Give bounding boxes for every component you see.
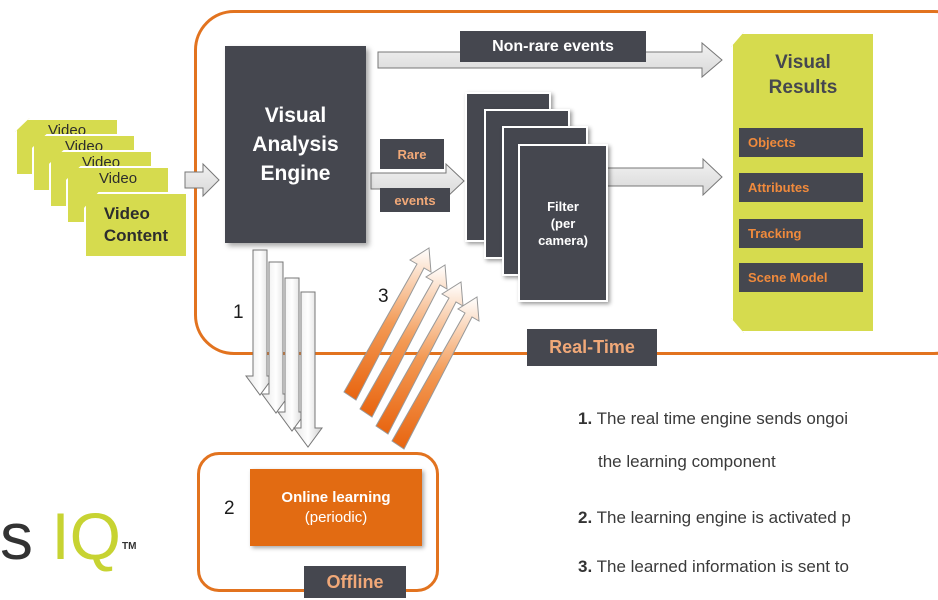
realtime-tag: Real-Time [527,329,657,366]
brand-logo: s IQ [0,503,121,569]
logo-iq: IQ [51,499,122,573]
logo-partial-text: s [0,499,33,573]
visual-results-line1: Visual [775,52,831,73]
note-1-number: 1. [578,409,593,428]
note-2-text: The learning engine is activated p [596,508,851,527]
note-1: 1. The real time engine sends ongoi [578,409,848,429]
down-arrows-1 [245,249,323,448]
visual-results-title: Visual Results [731,50,875,100]
note-3-number: 3. [578,557,593,576]
note-2: 2. The learning engine is activated p [578,508,851,528]
events-label: events [380,188,450,212]
result-scene-model: Scene Model [739,263,863,292]
filter-line2: (per [550,215,576,231]
result-objects: Objects [739,128,863,157]
note-3-text: The learned information is sent to [596,557,849,576]
note-2-number: 2. [578,508,593,527]
vae-line3: Engine [260,162,331,185]
filter-line3: camera) [538,232,588,248]
offline-tag: Offline [304,566,406,598]
result-attributes: Attributes [739,173,863,202]
video-content-card: Video Content [84,192,188,258]
filter-card: Filter (per camera) [518,144,608,302]
note-3: 3. The learned information is sent to [578,557,849,577]
filter-line1: Filter [547,198,579,214]
vae-line2: Analysis [252,133,339,156]
step-number-1: 1 [233,302,244,323]
step-number-2: 2 [224,498,235,519]
online-learning-title: Online learning [281,488,391,506]
note-1-continued: the learning component [598,452,776,471]
input-arrow [184,162,220,198]
visual-results-line2: Results [768,77,838,98]
up-arrows-3 [343,247,480,450]
filter-results-arrow [606,157,723,197]
step-number-3: 3 [378,286,389,307]
rare-label: Rare [380,139,444,169]
result-tracking: Tracking [739,219,863,248]
online-learning-subtitle: (periodic) [304,508,368,526]
trademark-symbol: TM [122,541,137,552]
video-content-line2: Content [103,226,169,245]
video-card-label: Video [98,170,138,187]
visual-analysis-engine: Visual Analysis Engine [225,46,366,243]
video-content-line1: Video [103,204,150,223]
note-1-text: The real time engine sends ongoi [596,409,848,428]
non-rare-events-label: Non-rare events [460,31,646,62]
vae-line1: Visual [264,104,327,127]
online-learning-box: Online learning (periodic) [250,469,422,546]
